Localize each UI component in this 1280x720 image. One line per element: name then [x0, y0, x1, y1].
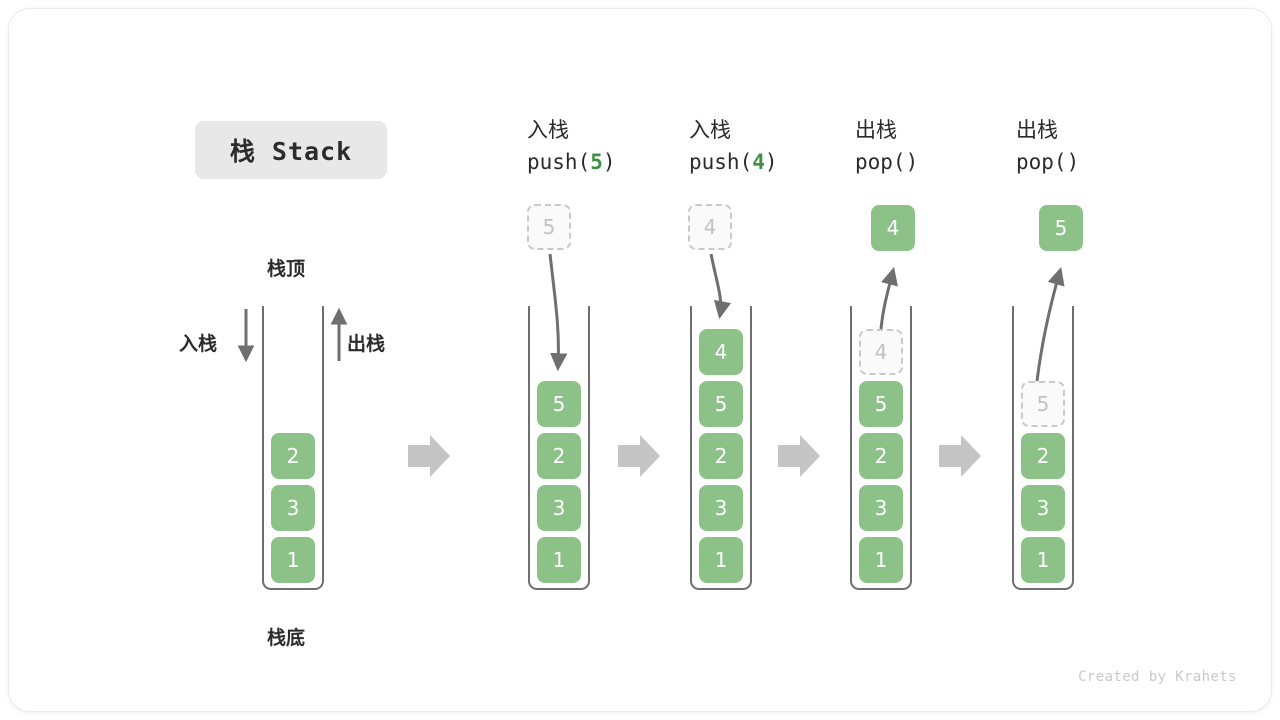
stack-box: 1	[699, 537, 743, 583]
stack-box: 3	[859, 485, 903, 531]
code-post: )	[764, 150, 778, 174]
stack-box: 5	[699, 381, 743, 427]
column-header-code: pop()	[1016, 145, 1186, 179]
stack-box: 1	[1021, 537, 1065, 583]
column-header-code: pop()	[855, 145, 1025, 179]
flow-arrow-1	[408, 435, 450, 477]
code-pre: push(	[689, 150, 753, 174]
stack-tube-initial	[262, 306, 324, 590]
stack-box: 3	[1021, 485, 1065, 531]
stack-tube-push-4	[690, 306, 752, 590]
flow-arrow-2	[618, 435, 660, 477]
column-header-cn: 入栈	[689, 118, 731, 142]
code-post: )	[905, 150, 919, 174]
column-header-push-5: 入栈 push(5)	[527, 115, 697, 179]
stack-box: 5	[859, 381, 903, 427]
incoming-element-box: 4	[688, 204, 732, 250]
popped-element-box: 4	[871, 205, 915, 251]
credit-text: Created by Krahets	[1078, 669, 1237, 685]
stack-box: 2	[537, 433, 581, 479]
flow-arrow-4	[939, 435, 981, 477]
vacated-slot-box: 5	[1021, 381, 1065, 427]
push-direction-label: 入栈	[179, 333, 218, 355]
column-header-pop-1: 出栈 pop()	[855, 115, 1025, 179]
stack-box: 2	[271, 433, 315, 479]
stack-top-label: 栈顶	[267, 258, 306, 280]
stack-box: 3	[271, 485, 315, 531]
column-header-push-4: 入栈 push(4)	[689, 115, 859, 179]
stack-box: 2	[1021, 433, 1065, 479]
popped-element-box: 5	[1039, 205, 1083, 251]
column-header-pop-2: 出栈 pop()	[1016, 115, 1186, 179]
column-header-cn: 入栈	[527, 118, 569, 142]
stack-box: 3	[537, 485, 581, 531]
stack-box: 1	[537, 537, 581, 583]
stack-box: 5	[537, 381, 581, 427]
pop-direction-label: 出栈	[347, 333, 386, 355]
title-badge: 栈 Stack	[195, 121, 387, 179]
stack-bottom-label: 栈底	[267, 627, 306, 649]
diagram-canvas: 栈 Stack 栈顶 栈底 入栈 出栈 2 3 1 入栈 push(5) 5 5…	[8, 8, 1272, 712]
flow-arrow-3	[778, 435, 820, 477]
code-pre: push(	[527, 150, 591, 174]
column-header-code: push(5)	[527, 145, 697, 179]
code-arg: 4	[752, 150, 765, 174]
vacated-slot-box: 4	[859, 329, 903, 375]
code-arg: 5	[590, 150, 603, 174]
stack-tube-pop-1	[850, 306, 912, 590]
code-pre: pop(	[1016, 150, 1067, 174]
column-header-cn: 出栈	[855, 118, 897, 142]
stack-box: 3	[699, 485, 743, 531]
code-post: )	[1066, 150, 1080, 174]
stack-box: 1	[271, 537, 315, 583]
stack-box: 2	[859, 433, 903, 479]
code-post: )	[602, 150, 616, 174]
stack-box: 1	[859, 537, 903, 583]
incoming-element-box: 5	[527, 204, 571, 250]
code-pre: pop(	[855, 150, 906, 174]
column-header-cn: 出栈	[1016, 118, 1058, 142]
stack-box: 2	[699, 433, 743, 479]
stack-tube-push-5	[528, 306, 590, 590]
stack-tube-pop-2	[1012, 306, 1074, 590]
column-header-code: push(4)	[689, 145, 859, 179]
stack-box: 4	[699, 329, 743, 375]
